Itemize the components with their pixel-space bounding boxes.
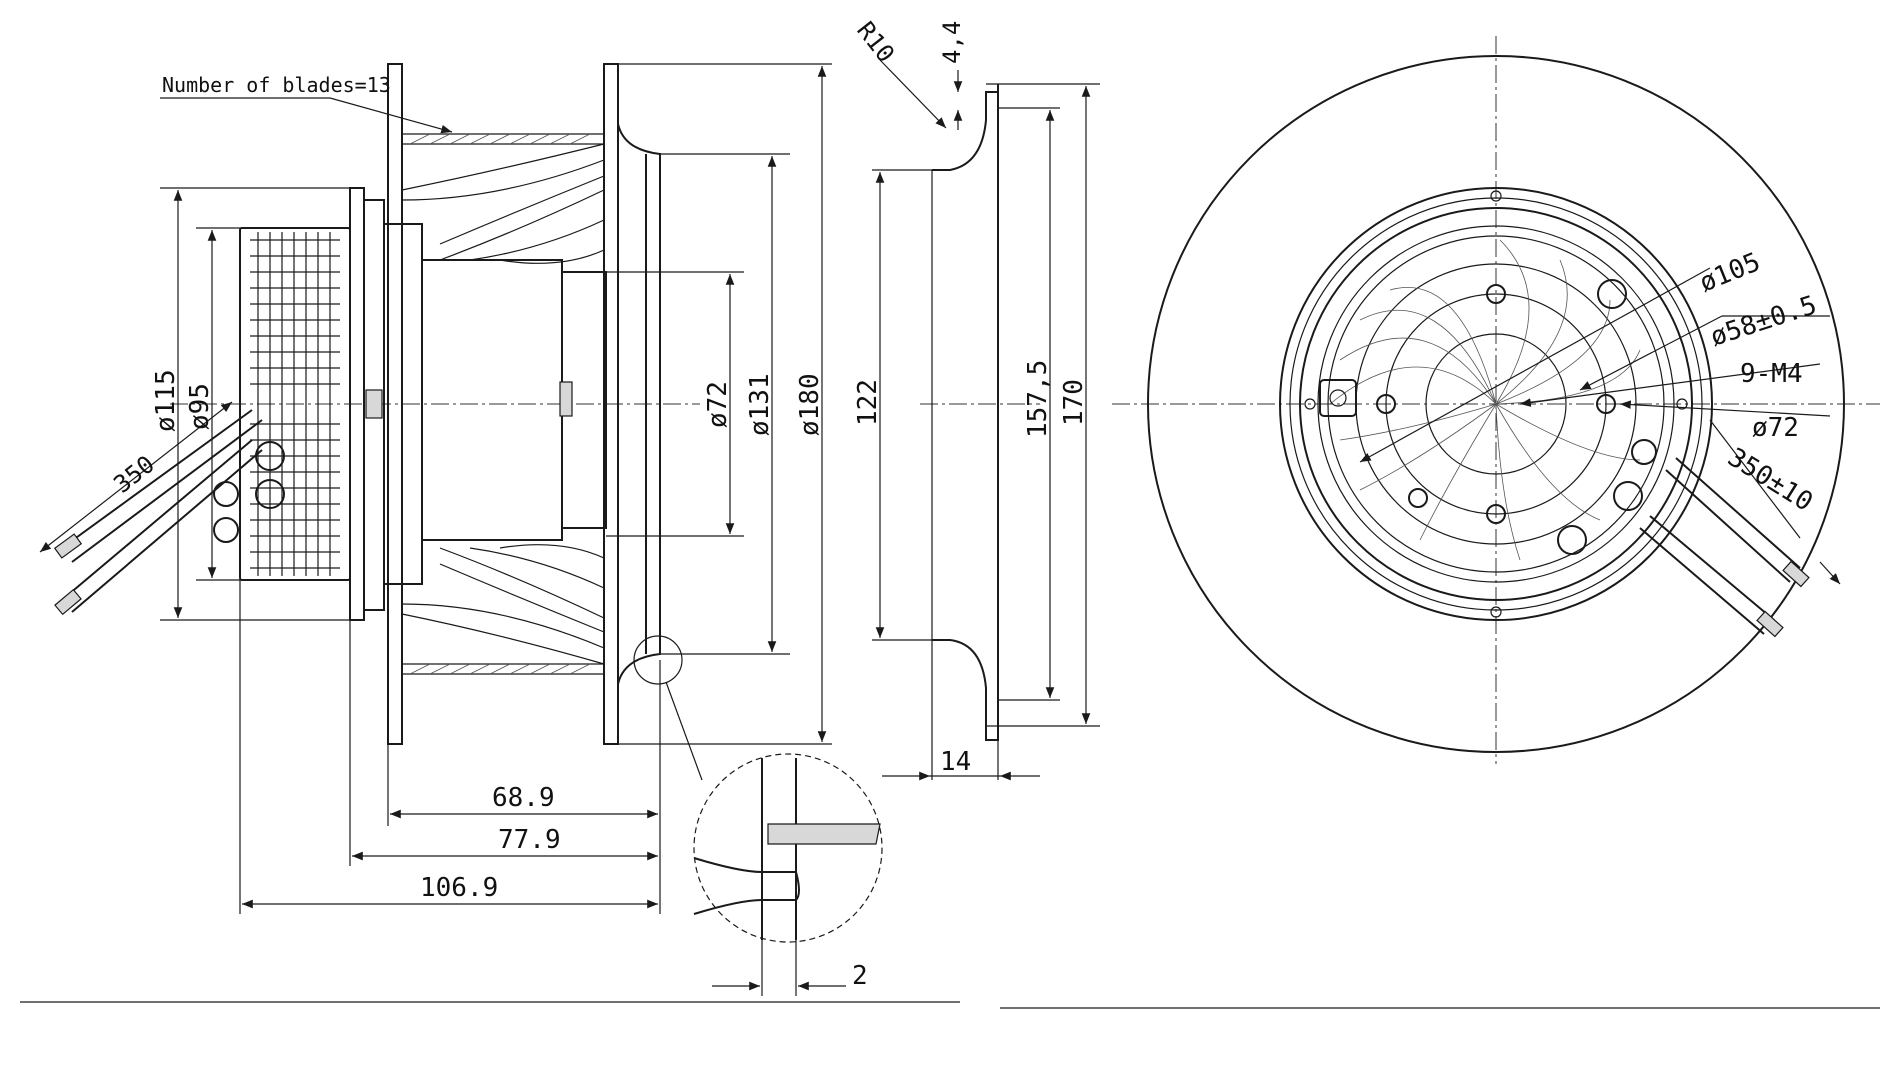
motor-fins	[250, 232, 340, 576]
front-view: ø105 ø58±0.5 9-M4 ø72 350±10	[1112, 36, 1880, 764]
dim-350-text: 350	[108, 450, 159, 499]
front-d105-text: ø105	[1695, 247, 1764, 298]
detail-view: 2	[693, 753, 883, 996]
front-d72-text: ø72	[1752, 413, 1799, 443]
dim-122-text: 122	[853, 379, 883, 426]
impeller-blades-top	[401, 133, 605, 264]
dim-d95-text: ø95	[185, 383, 215, 430]
dim-d72-text: ø72	[703, 381, 733, 428]
dim-77-9-text: 77.9	[498, 825, 561, 855]
dim-d115-text: ø115	[151, 369, 181, 432]
dim-68-9-text: 68.9	[492, 783, 555, 813]
dim-r10-text: R10	[851, 16, 900, 67]
front-d58-text: ø58±0.5	[1707, 290, 1820, 352]
dim-2-text: 2	[852, 961, 868, 991]
section-view: R10 4,4 122 157,5 170 14	[851, 16, 1100, 781]
dim-170-text: 170	[1059, 379, 1089, 426]
dim-4-4-text: 4,4	[938, 21, 966, 64]
front-9m4-text: 9-M4	[1740, 359, 1803, 389]
mounting-holes	[1304, 190, 1688, 618]
rotor-hatching	[1329, 239, 1641, 561]
dim-d131-text: ø131	[745, 373, 775, 436]
dim-157-5-text: 157,5	[1023, 360, 1053, 438]
front-350-text: 350±10	[1722, 442, 1818, 517]
impeller-diameter-dimensions: ø72 ø131 ø180	[606, 63, 832, 745]
front-cables	[1639, 457, 1810, 638]
dim-14-text: 14	[940, 747, 971, 777]
blades-note-text: Number of blades=13	[162, 73, 391, 97]
blades-note: Number of blades=13	[160, 73, 453, 134]
cable-bundle	[53, 409, 285, 616]
side-view: Number of blades=13 350 ø115 ø95 ø72	[39, 63, 832, 914]
axial-dimensions: 68.9 77.9 106.9	[239, 580, 661, 914]
dim-106-9-text: 106.9	[420, 873, 498, 903]
dim-d180-text: ø180	[795, 373, 825, 436]
impeller-blades-bottom	[401, 544, 605, 675]
motor-diameter-dimensions: ø115 ø95	[151, 187, 360, 621]
